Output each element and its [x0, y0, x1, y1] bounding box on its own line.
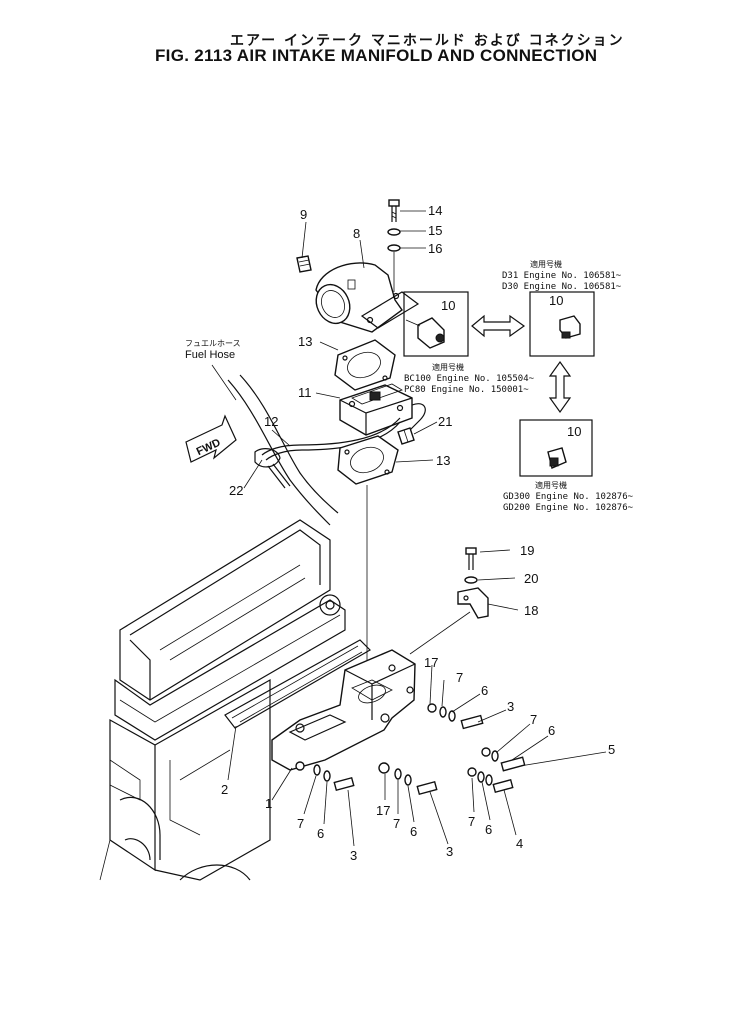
- callout-13-lower: 13: [436, 453, 450, 468]
- applicability-note-bottom: 適用号機 GD300 Engine No. 102876~ GD200 Engi…: [503, 480, 634, 513]
- callout-22: 22: [229, 483, 243, 498]
- callout-6-d: 6: [410, 824, 417, 839]
- callout-15: 15: [428, 223, 442, 238]
- leader-lines: [227, 210, 607, 847]
- sensor-part-10-alt-bottom: [519, 419, 593, 477]
- callout-19: 19: [520, 543, 534, 558]
- callout-1: 1: [265, 796, 272, 811]
- callout-7-e: 7: [468, 814, 475, 829]
- callout-14: 14: [428, 203, 442, 218]
- callout-6-c: 6: [317, 826, 324, 841]
- callout-8: 8: [353, 226, 360, 241]
- applicability-note-middle: 適用号機 BC100 Engine No. 105504~ PC80 Engin…: [404, 362, 535, 395]
- callout-18: 18: [524, 603, 538, 618]
- callout-6-b: 6: [548, 723, 555, 738]
- bolt-part-19: [465, 547, 477, 570]
- fasteners-bottom: [295, 761, 438, 796]
- callout-17-right: 17: [424, 655, 438, 670]
- elbow-part-8: [315, 262, 420, 333]
- plug-part-9: [296, 255, 312, 273]
- figure-title: FIG. 2113 AIR INTAKE MANIFOLD AND CONNEC…: [155, 46, 598, 65]
- callout-3-a: 3: [507, 699, 514, 714]
- interchange-arrow-vertical: [548, 360, 572, 414]
- applicability-bottom-line1: GD300 Engine No. 102876~: [503, 492, 634, 502]
- forward-arrow: FWD: [185, 414, 237, 463]
- callout-16: 16: [428, 241, 442, 256]
- callout-21: 21: [438, 414, 452, 429]
- sensor-part-10-alt-top: [529, 291, 595, 357]
- engine-block: [99, 519, 371, 881]
- callout-7-b: 7: [530, 712, 537, 727]
- callout-3-c: 3: [446, 844, 453, 859]
- applicability-middle-line1: BC100 Engine No. 105504~: [404, 374, 535, 384]
- washer-part-20: [464, 576, 478, 584]
- callout-17-bottom: 17: [376, 803, 390, 818]
- applicability-top-line1: D31 Engine No. 106581~: [502, 271, 622, 281]
- applicability-note-top: 適用号機 D31 Engine No. 106581~ D30 Engine N…: [502, 259, 622, 292]
- terminal-part-21: [397, 427, 415, 445]
- fuel-hose: フュエルホース Fuel Hose: [185, 339, 339, 526]
- intake-heater-part-11: [339, 383, 426, 436]
- fuel-hose-label-jp: フュエルホース: [185, 339, 241, 348]
- callout-10-main: 10: [441, 298, 455, 313]
- washer-part-15: [387, 228, 401, 236]
- callout-6-a: 6: [481, 683, 488, 698]
- washer-part-16: [387, 244, 401, 252]
- callout-3-b: 3: [350, 848, 357, 863]
- fasteners-right: [427, 703, 526, 794]
- bolt-part-14: [388, 199, 400, 222]
- callout-12: 12: [264, 414, 278, 429]
- callout-2: 2: [221, 782, 228, 797]
- callout-10-top-right: 10: [549, 293, 563, 308]
- callout-11: 11: [298, 385, 312, 400]
- gasket-part-13-upper: [334, 339, 396, 391]
- applicability-top-line2: D30 Engine No. 106581~: [502, 282, 622, 292]
- applicability-top-heading: 適用号機: [530, 259, 562, 269]
- callout-4: 4: [516, 836, 523, 851]
- applicability-bottom-heading: 適用号機: [535, 480, 567, 490]
- applicability-bottom-line2: GD200 Engine No. 102876~: [503, 503, 634, 513]
- intake-manifold-part-1: [271, 649, 416, 771]
- callout-7-d: 7: [393, 816, 400, 831]
- interchange-arrow-horizontal: [471, 314, 526, 338]
- fuel-hose-label: Fuel Hose: [185, 349, 235, 361]
- bracket-part-18: [409, 587, 489, 655]
- callout-10-bottom-right: 10: [567, 424, 581, 439]
- gasket-part-13-lower: [337, 435, 399, 485]
- callout-numbers: 14 15 16 9 8 10 10 10 13 11 12 21 13 22 …: [221, 203, 615, 863]
- callout-5: 5: [608, 742, 615, 757]
- applicability-middle-line2: PC80 Engine No. 150001~: [404, 385, 529, 395]
- callout-7-c: 7: [297, 816, 304, 831]
- clamp-part-22: [254, 448, 291, 489]
- callout-6-e: 6: [485, 822, 492, 837]
- callout-7-a: 7: [456, 670, 463, 685]
- sensor-part-10-main: [403, 291, 469, 357]
- callout-13-upper: 13: [298, 334, 312, 349]
- callout-9: 9: [300, 207, 307, 222]
- callout-20: 20: [524, 571, 538, 586]
- title-japanese: エアー インテーク マニホールド および コネクション: [230, 33, 625, 49]
- applicability-middle-heading: 適用号機: [432, 362, 464, 372]
